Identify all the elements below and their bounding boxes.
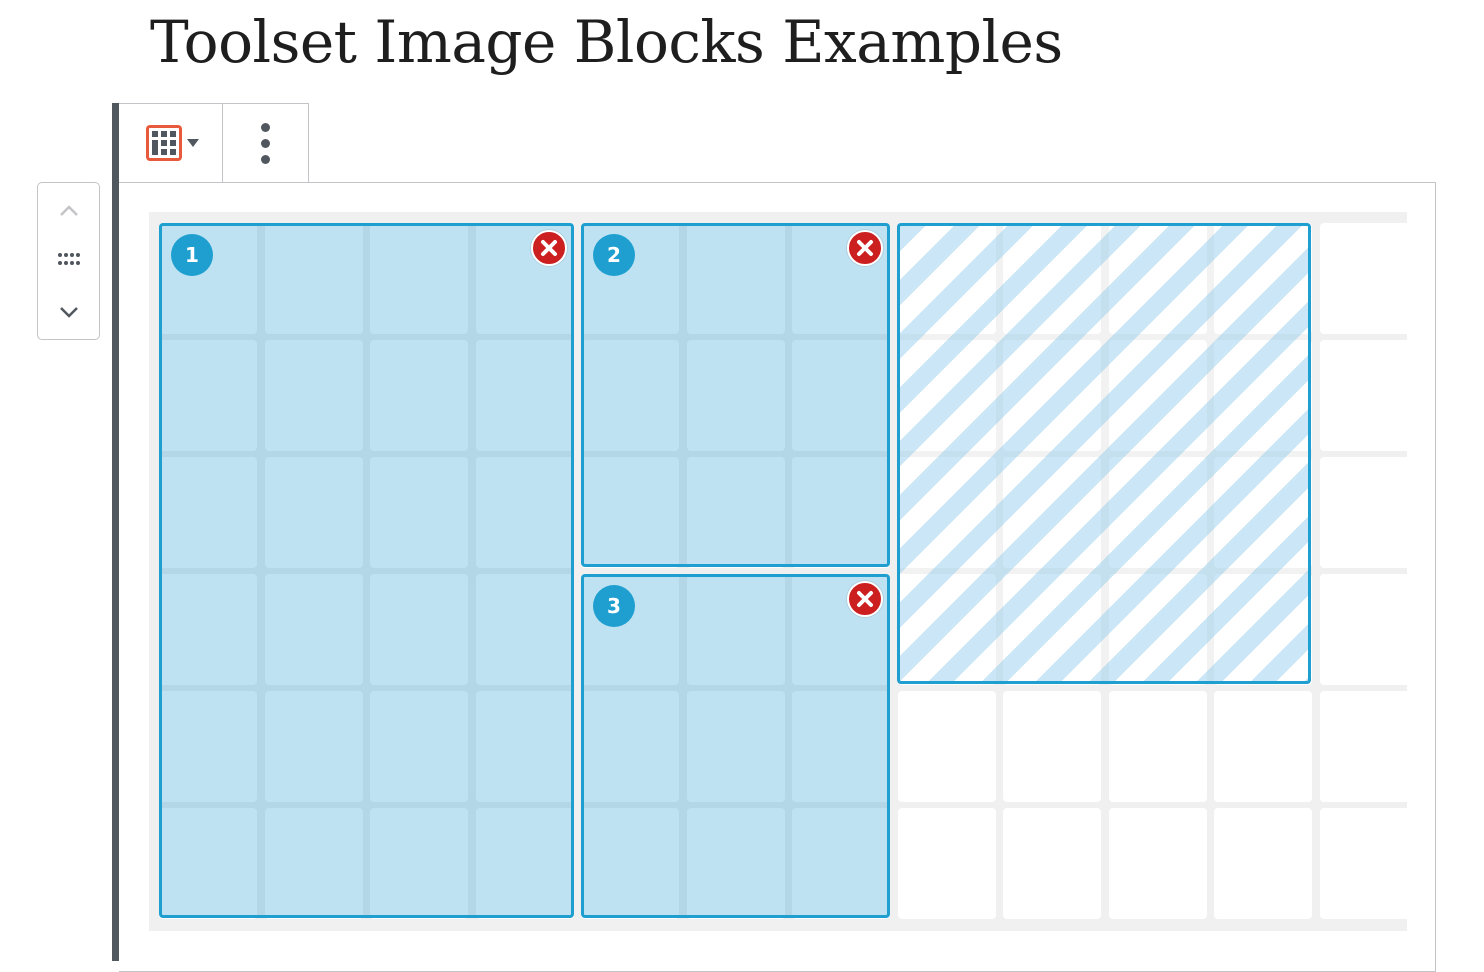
grid-item-3[interactable]: 3 <box>581 574 890 918</box>
grid-cell[interactable] <box>370 574 468 685</box>
grid-cell[interactable] <box>792 340 890 451</box>
grid-cell[interactable] <box>370 340 468 451</box>
grid-cell[interactable] <box>159 340 257 451</box>
grid-cell[interactable] <box>1003 691 1101 802</box>
grid-cell[interactable] <box>264 340 363 451</box>
grid-cell[interactable] <box>475 691 574 802</box>
grid-cell[interactable] <box>792 808 890 919</box>
grid-cell[interactable] <box>264 691 363 802</box>
chevron-down-icon <box>59 307 78 318</box>
more-options-button[interactable] <box>223 104 308 182</box>
grid-cell[interactable] <box>686 223 785 334</box>
grid-cell[interactable] <box>1108 691 1207 802</box>
caret-down-icon <box>187 139 199 147</box>
grid-cell[interactable] <box>264 457 363 568</box>
grid-cell[interactable] <box>475 574 574 685</box>
item-number-badge: 2 <box>593 234 635 276</box>
grid-cell[interactable] <box>1319 691 1407 802</box>
more-vertical-icon <box>261 122 270 164</box>
grid-cell[interactable] <box>686 340 785 451</box>
grid-cell[interactable] <box>1214 691 1312 802</box>
grid-cell[interactable] <box>475 340 574 451</box>
close-icon <box>857 591 873 607</box>
remove-item-button[interactable] <box>847 581 883 617</box>
block-focus-indicator <box>112 103 119 961</box>
grid-cell[interactable] <box>475 808 574 919</box>
grid-item-preview[interactable] <box>897 223 1311 684</box>
grid-cell[interactable] <box>686 691 785 802</box>
grid-cell[interactable] <box>264 223 363 334</box>
grid-cell[interactable] <box>264 808 363 919</box>
grid-cell[interactable] <box>792 457 890 568</box>
close-icon <box>857 240 873 256</box>
grid-cell[interactable] <box>686 457 785 568</box>
grid-cell[interactable] <box>581 808 679 919</box>
grid-cell[interactable] <box>792 691 890 802</box>
grid-cell[interactable] <box>686 808 785 919</box>
close-icon <box>541 240 557 256</box>
grid-cell[interactable] <box>370 457 468 568</box>
grid-cell[interactable] <box>1319 340 1407 451</box>
grid-cell[interactable] <box>475 457 574 568</box>
grid-cell[interactable] <box>1319 457 1407 568</box>
drag-handle[interactable] <box>38 243 99 275</box>
grid-item-2[interactable]: 2 <box>581 223 890 567</box>
grid-cell[interactable] <box>1003 808 1101 919</box>
grid-cell[interactable] <box>897 808 996 919</box>
move-down-button[interactable] <box>38 296 99 328</box>
page-title: Toolset Image Blocks Examples <box>150 8 1063 76</box>
grid-icon <box>145 125 182 161</box>
grid-cell[interactable] <box>1108 808 1207 919</box>
grid-cell[interactable] <box>370 691 468 802</box>
grid-cell[interactable] <box>370 223 468 334</box>
block-type-switcher-button[interactable] <box>119 104 223 182</box>
grid-cell[interactable] <box>159 808 257 919</box>
move-up-button[interactable] <box>38 195 99 227</box>
grid-cell[interactable] <box>159 457 257 568</box>
remove-item-button[interactable] <box>531 230 567 266</box>
grid-cell[interactable] <box>581 691 679 802</box>
item-number-badge: 1 <box>171 234 213 276</box>
grid-cell[interactable] <box>370 808 468 919</box>
grid-cell[interactable] <box>1319 223 1407 334</box>
grid-cell[interactable] <box>581 340 679 451</box>
chevron-up-icon <box>59 205 78 216</box>
grid-cell[interactable] <box>1319 574 1407 685</box>
grid-cell[interactable] <box>1319 808 1407 919</box>
grid-cell[interactable] <box>581 457 679 568</box>
grid-cell[interactable] <box>264 574 363 685</box>
drag-handle-icon <box>57 253 80 265</box>
grid-cell[interactable] <box>686 574 785 685</box>
item-number-badge: 3 <box>593 585 635 627</box>
grid-item-1[interactable]: 1 <box>159 223 574 918</box>
grid-cell[interactable] <box>1214 808 1312 919</box>
grid-cell[interactable] <box>159 691 257 802</box>
image-grid-canvas[interactable]: 1 2 3 <box>149 212 1407 931</box>
block-mover <box>37 182 100 340</box>
grid-cell[interactable] <box>897 691 996 802</box>
block-toolbar <box>119 103 309 182</box>
remove-item-button[interactable] <box>847 230 883 266</box>
grid-cell[interactable] <box>159 574 257 685</box>
